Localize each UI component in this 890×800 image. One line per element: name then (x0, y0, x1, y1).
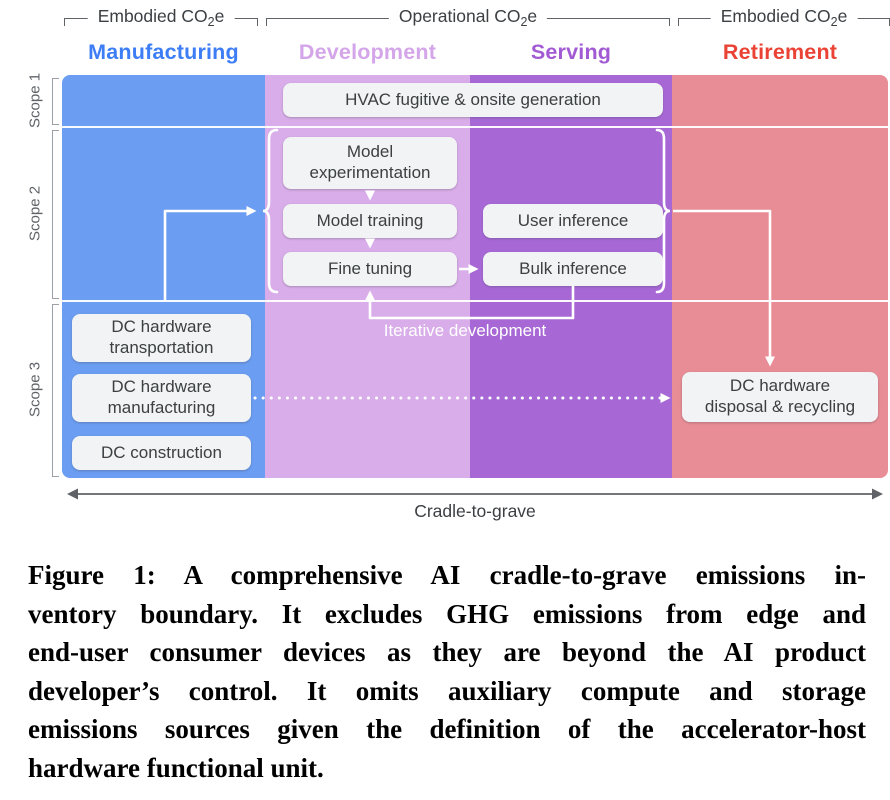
cradle-to-grave-arrow (67, 488, 883, 500)
caption-line: ventory boundary. It excludes GHG emissi… (28, 598, 866, 629)
dc-hardware-transportation-box: DC hardware transportation (72, 314, 251, 362)
lifecycle-diagram: HVAC fugitive & onsite generation Model … (62, 75, 888, 478)
bracket-tick (257, 18, 258, 26)
scope1-2-divider (62, 126, 888, 128)
scope1-label: Scope 1 (26, 72, 44, 129)
fine-tuning-box: Fine tuning (283, 252, 457, 286)
figure-caption: Figure 1: A comprehensive AI cradle-to-g… (28, 556, 866, 787)
caption-line: emissions sources given the definition o… (28, 714, 866, 744)
scope1-bracket (52, 78, 59, 125)
bracket-tick (669, 18, 670, 26)
bulk-inference-box: Bulk inference (483, 252, 663, 286)
column-header-serving: Serving (530, 40, 612, 64)
caption-line: developer’s control. It omits auxiliary … (28, 675, 866, 706)
bracket-tick (64, 18, 65, 26)
dc-hardware-disposal-box: DC hardware disposal & recycling (682, 372, 878, 422)
dc-construction-box: DC construction (72, 436, 251, 470)
embodied-left-label: Embodied CO2e (87, 6, 235, 29)
scope3-bracket (52, 304, 59, 477)
caption-line: Figure 1: A comprehensive AI cradle-to-g… (28, 560, 866, 590)
model-experimentation-box: Model experimentation (283, 137, 457, 189)
iterative-development-label: Iterative development (383, 321, 547, 340)
caption-line: hardware functional unit. (28, 752, 324, 783)
embodied-left-bracket: Embodied CO2e (64, 5, 258, 33)
column-header-retirement: Retirement (722, 40, 838, 64)
operational-bracket: Operational CO2e (266, 5, 670, 33)
scope2-label: Scope 2 (26, 185, 44, 242)
dc-hardware-manufacturing-box: DC hardware manufacturing (72, 374, 251, 422)
embodied-right-bracket: Embodied CO2e (678, 5, 890, 33)
scope3-label: Scope 3 (26, 361, 44, 418)
bracket-tick (266, 18, 267, 26)
column-header-manufacturing: Manufacturing (88, 40, 239, 64)
bracket-tick (678, 18, 679, 26)
column-header-development: Development (298, 40, 437, 64)
embodied-right-label: Embodied CO2e (710, 6, 858, 29)
caption-line: end-user consumer devices as they are be… (28, 637, 866, 667)
model-training-box: Model training (283, 204, 457, 238)
cradle-to-grave-label: Cradle-to-grave (414, 501, 536, 521)
operational-label: Operational CO2e (388, 6, 548, 29)
scope2-bracket (52, 130, 59, 299)
hvac-box: HVAC fugitive & onsite generation (283, 83, 663, 117)
scope2-3-divider (62, 300, 888, 302)
user-inference-box: User inference (483, 204, 663, 238)
